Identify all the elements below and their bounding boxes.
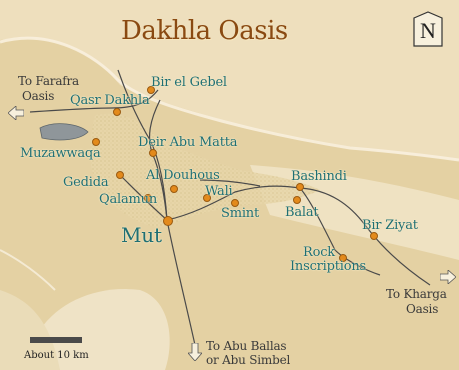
label-qalamun: Qalamun	[99, 192, 157, 207]
north-arrow-icon: N	[408, 10, 448, 50]
label-qasr-dakhla: Qasr Dakhla	[70, 93, 150, 108]
town-dot-al-douhous	[170, 185, 178, 193]
plateau-area	[0, 0, 459, 160]
west-exit-arrow-icon	[8, 106, 24, 120]
label-abu-simbel: or Abu Simbel	[206, 353, 291, 367]
label-rock: Rock	[303, 245, 335, 260]
town-dot-qalamun	[144, 194, 152, 202]
label-to-kharga: To Kharga	[386, 287, 447, 301]
label-muzawwaqa: Muzawwaqa	[20, 146, 101, 161]
label-bir-ziyat: Bir Ziyat	[362, 218, 418, 233]
map-title: Dakhla Oasis	[121, 16, 288, 46]
label-balat: Balat	[285, 205, 319, 220]
town-dot-wali	[203, 194, 211, 202]
label-bir-el-gebel: Bir el Gebel	[151, 75, 227, 90]
town-dot-bashindi	[296, 183, 304, 191]
lake	[39, 123, 89, 141]
road-farafra	[29, 89, 159, 113]
label-kharga-oasis: Oasis	[406, 302, 439, 316]
scale-bar	[30, 337, 82, 343]
town-dot-deir-abu-matta	[149, 149, 157, 157]
road-kharga	[299, 187, 431, 286]
sw-plain	[40, 289, 170, 370]
road-abu-ballas	[166, 219, 196, 346]
label-al-douhous: Al Douhous	[146, 168, 220, 183]
town-dot-bir-el-gebel	[147, 86, 155, 94]
town-dot-rock-inscriptions	[339, 254, 347, 262]
north-label: N	[420, 18, 436, 43]
road-east	[166, 185, 301, 221]
label-gedida: Gedida	[63, 175, 109, 190]
town-dot-smint	[231, 199, 239, 207]
label-mut: Mut	[121, 223, 162, 247]
label-wali: Wali	[205, 184, 233, 199]
label-farafra-oasis: Oasis	[22, 89, 55, 103]
label-bashindi: Bashindi	[291, 169, 347, 184]
town-dot-gedida	[116, 171, 124, 179]
label-to-farafra: To Farafra	[18, 74, 80, 88]
label-smint: Smint	[221, 206, 259, 221]
town-dot-bir-ziyat	[370, 232, 378, 240]
town-dot-balat	[293, 196, 301, 204]
town-dot-muzawwaqa	[92, 138, 100, 146]
east-exit-arrow-icon	[440, 270, 456, 284]
label-inscriptions: Inscriptions	[290, 259, 367, 274]
label-deir-abu-matta: Deir Abu Matta	[138, 135, 238, 150]
south-exit-arrow-icon	[188, 343, 202, 361]
label-to-abu-ballas: To Abu Ballas	[206, 339, 287, 353]
town-dot-mut	[163, 216, 173, 226]
scale-label: About 10 km	[24, 350, 89, 361]
road-network	[29, 69, 431, 346]
town-dot-qasr-dakhla	[113, 108, 121, 116]
